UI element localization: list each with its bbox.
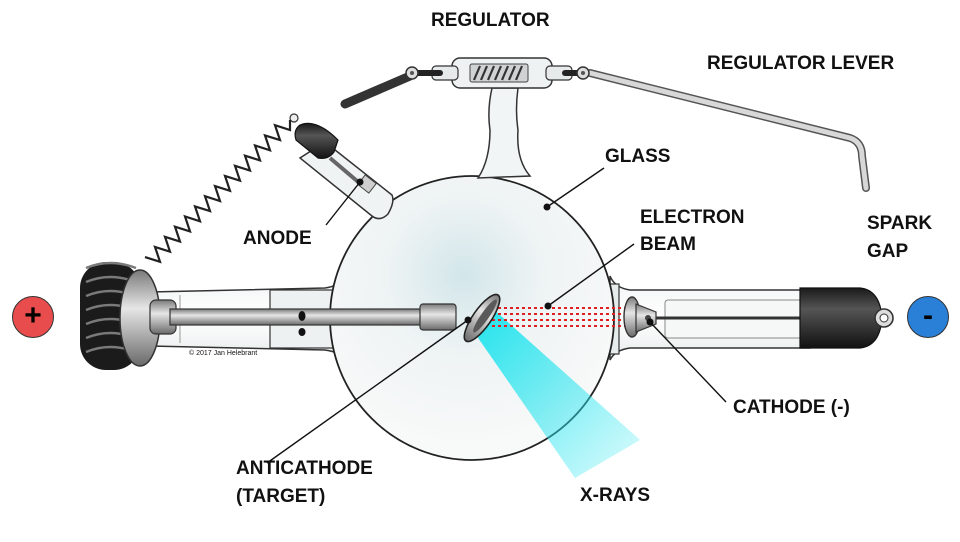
- anticathode-target: [463, 293, 501, 343]
- label-cathode: CATHODE (-): [733, 397, 850, 418]
- label-glass: GLASS: [605, 146, 671, 167]
- label-anticathode-line1: ANTICATHODE: [236, 458, 373, 479]
- label-regulator-lever: REGULATOR LEVER: [707, 53, 895, 74]
- label-spark-gap-line1: SPARK: [867, 213, 933, 234]
- anode-side-arm: [289, 113, 394, 220]
- cathode-cap: [799, 287, 894, 349]
- copyright-text: © 2017 Jan Helebrant: [189, 350, 258, 357]
- xray-beam: [474, 308, 640, 478]
- regulator-chamber: [431, 57, 573, 89]
- regulator-lever: [562, 66, 870, 192]
- leader-anode: [325, 181, 361, 226]
- label-xrays: X-RAYS: [580, 485, 651, 506]
- negative-terminal: -: [907, 296, 949, 338]
- label-regulator: REGULATOR: [431, 10, 550, 31]
- label-anode: ANODE: [243, 228, 312, 249]
- leader-anticathode: [266, 319, 469, 464]
- electron-beam: [492, 307, 628, 327]
- leader-dots: [356, 178, 654, 326]
- anticathode-rod: [169, 303, 457, 336]
- coil-spring: [144, 120, 292, 264]
- leader-glass: [546, 167, 605, 208]
- positive-terminal: +: [12, 296, 54, 338]
- leader-lines: [266, 167, 727, 464]
- label-spark-gap-line2: GAP: [867, 241, 909, 262]
- anode-cooling-coil: [80, 261, 177, 370]
- regulator-neck: [476, 87, 532, 179]
- label-electron-beam-line2: BEAM: [640, 234, 696, 255]
- label-electron-beam-line1: ELECTRON: [640, 207, 745, 228]
- leader-electron-beam: [547, 243, 635, 307]
- label-anticathode-line2: (TARGET): [236, 486, 326, 507]
- regulator-left-rod: [340, 71, 415, 109]
- leader-cathode: [649, 321, 727, 403]
